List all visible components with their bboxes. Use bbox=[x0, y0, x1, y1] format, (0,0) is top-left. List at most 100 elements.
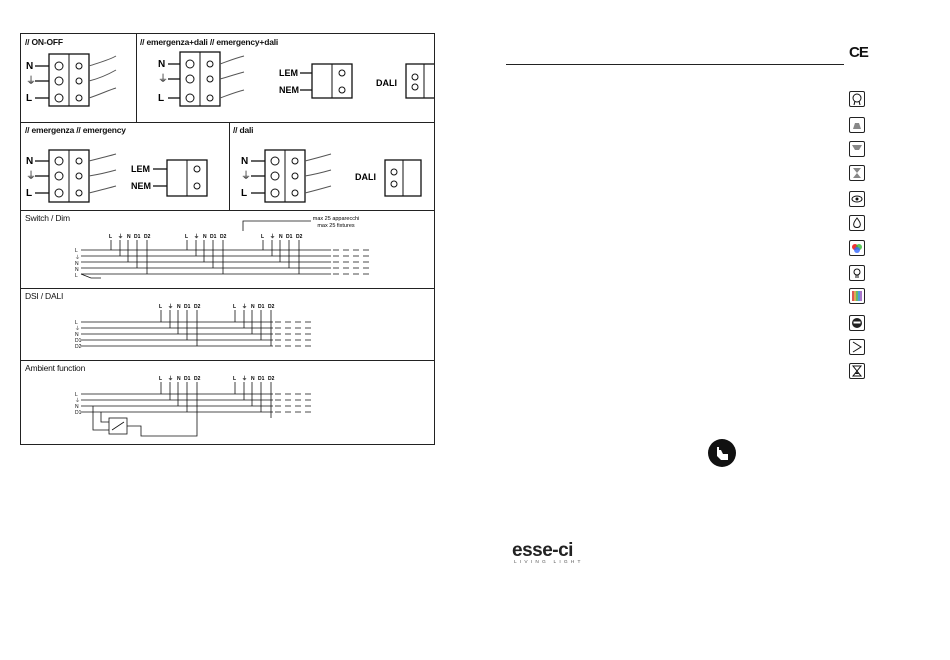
svg-text:D2: D2 bbox=[194, 304, 201, 310]
light-wide-icon bbox=[849, 141, 865, 157]
svg-text:L: L bbox=[159, 376, 162, 382]
svg-text:D1: D1 bbox=[184, 376, 191, 382]
svg-text:N: N bbox=[203, 234, 207, 240]
terminal-diagram: N ⏚ L bbox=[26, 53, 117, 107]
label-nem: NEM bbox=[279, 85, 299, 95]
svg-text:N: N bbox=[75, 267, 79, 273]
label-l: L bbox=[241, 188, 247, 199]
section-title: DSI / DALI bbox=[25, 291, 64, 301]
svg-text:D2: D2 bbox=[268, 376, 275, 382]
svg-text:D1: D1 bbox=[75, 338, 82, 344]
maintenance-hand-icon bbox=[708, 439, 736, 467]
svg-text:L: L bbox=[75, 320, 78, 326]
svg-text:D2: D2 bbox=[296, 234, 303, 240]
svg-text:L: L bbox=[159, 304, 162, 310]
label-dali: DALI bbox=[355, 172, 376, 182]
svg-text:D1: D1 bbox=[134, 234, 141, 240]
terminal-diagram: N ⏚ L LEM NEM DALI bbox=[158, 51, 443, 107]
label-l: L bbox=[26, 188, 32, 199]
label-l: L bbox=[26, 93, 32, 104]
label-n: N bbox=[158, 59, 165, 70]
label-n: N bbox=[241, 156, 248, 167]
bus-diagram: max 25 apparecchi max 25 fixtures L ⏚ N … bbox=[75, 216, 371, 279]
light-bulb-icon bbox=[849, 265, 865, 281]
label-n: N bbox=[26, 61, 33, 72]
svg-text:N: N bbox=[251, 376, 255, 382]
water-drop-icon bbox=[849, 215, 865, 231]
svg-text:⏚: ⏚ bbox=[242, 303, 247, 310]
label-n: N bbox=[26, 156, 33, 167]
note-max-it: max 25 apparecchi bbox=[313, 216, 359, 222]
label-earth: ⏚ bbox=[26, 170, 36, 182]
label-earth: ⏚ bbox=[26, 75, 36, 87]
section-title: // emergenza+dali // emergency+dali bbox=[140, 37, 279, 47]
label-earth: ⏚ bbox=[241, 170, 251, 182]
svg-text:N: N bbox=[75, 404, 79, 410]
svg-text:D1: D1 bbox=[75, 410, 82, 416]
section-emergency: // emergenza // emergency N ⏚ L LEM NEM bbox=[21, 122, 230, 211]
svg-text:⏚: ⏚ bbox=[168, 303, 173, 310]
section-switch-dim: Switch / Dim max 25 apparecchi max 25 fi… bbox=[21, 210, 434, 289]
svg-text:D1: D1 bbox=[258, 304, 265, 310]
label-lem: LEM bbox=[279, 68, 298, 78]
svg-text:D2: D2 bbox=[194, 376, 201, 382]
svg-text:⏚: ⏚ bbox=[118, 233, 123, 240]
angle-icon bbox=[849, 339, 865, 355]
brand-name: esse-ci bbox=[512, 540, 573, 561]
section-title: // ON-OFF bbox=[25, 37, 63, 47]
svg-text:N: N bbox=[75, 332, 79, 338]
light-down-icon bbox=[849, 117, 865, 133]
svg-text:L: L bbox=[185, 234, 188, 240]
section-title: Ambient function bbox=[25, 363, 86, 373]
light-hourglass-icon bbox=[849, 165, 865, 181]
ce-mark: CE bbox=[849, 44, 869, 61]
face-icon bbox=[849, 315, 865, 331]
svg-text:⏚: ⏚ bbox=[242, 375, 247, 382]
svg-text:⏚: ⏚ bbox=[270, 233, 275, 240]
svg-text:⏚: ⏚ bbox=[75, 254, 80, 261]
svg-text:⏚: ⏚ bbox=[194, 233, 199, 240]
label-nem: NEM bbox=[131, 181, 151, 191]
svg-text:N: N bbox=[279, 234, 283, 240]
section-dali: // dali N ⏚ L DALI bbox=[229, 122, 434, 211]
svg-text:D2: D2 bbox=[144, 234, 151, 240]
section-emergency-dali: // emergenza+dali // emergency+dali N ⏚ … bbox=[136, 34, 443, 123]
quality-seal-icon bbox=[849, 91, 865, 107]
svg-text:N: N bbox=[177, 304, 181, 310]
svg-text:⏚: ⏚ bbox=[75, 397, 80, 404]
note-max-en: max 25 fixtures bbox=[317, 223, 355, 229]
color-bars-icon bbox=[849, 288, 865, 304]
svg-text:D2: D2 bbox=[268, 304, 275, 310]
svg-text:D1: D1 bbox=[258, 376, 265, 382]
svg-text:L: L bbox=[233, 376, 236, 382]
section-title: // emergenza // emergency bbox=[25, 125, 126, 135]
terminal-diagram: N ⏚ L DALI bbox=[241, 149, 422, 203]
rgb-icon bbox=[849, 240, 865, 256]
svg-text:L: L bbox=[75, 273, 78, 279]
svg-text:L: L bbox=[261, 234, 264, 240]
svg-text:N: N bbox=[251, 304, 255, 310]
svg-text:D1: D1 bbox=[184, 304, 191, 310]
svg-text:N: N bbox=[127, 234, 131, 240]
svg-text:D1: D1 bbox=[210, 234, 217, 240]
brand-logo: esse-ci LIVING LIGHT bbox=[512, 540, 584, 565]
eye-icon bbox=[849, 191, 865, 207]
label-l: L bbox=[158, 93, 164, 104]
svg-text:D2: D2 bbox=[220, 234, 227, 240]
label-earth: ⏚ bbox=[158, 73, 168, 85]
svg-text:D2: D2 bbox=[75, 344, 82, 350]
svg-text:⏚: ⏚ bbox=[75, 325, 80, 332]
section-title: Switch / Dim bbox=[25, 213, 70, 223]
terminal-diagram: N ⏚ L LEM NEM bbox=[26, 149, 208, 203]
svg-text:L: L bbox=[75, 392, 78, 398]
section-onoff: // ON-OFF N ⏚ L bbox=[21, 34, 137, 123]
header-rule bbox=[506, 64, 844, 65]
svg-text:⏚: ⏚ bbox=[168, 375, 173, 382]
svg-text:N: N bbox=[75, 261, 79, 267]
hourglass-icon bbox=[849, 363, 865, 379]
brand-tagline: LIVING LIGHT bbox=[514, 560, 584, 565]
